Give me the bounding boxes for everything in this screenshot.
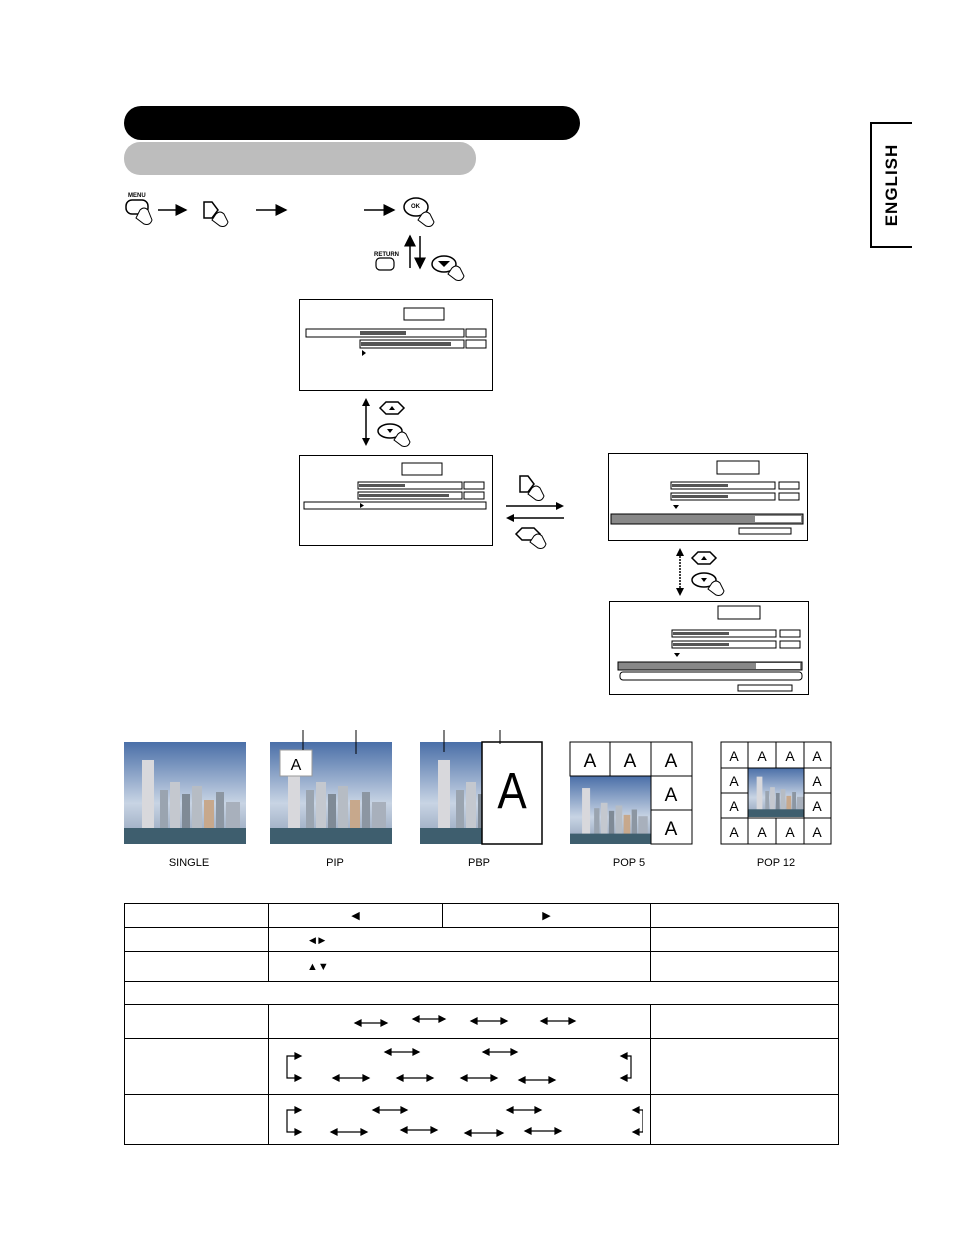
osd-screen-3 <box>608 453 808 541</box>
up-down-triangle-icon: ▲▼ <box>307 960 329 973</box>
menu-button-label: MENU <box>128 193 146 199</box>
pop12-letter: A <box>729 773 739 789</box>
return-button-label: RETURN <box>374 252 399 258</box>
table-cell <box>650 951 839 982</box>
table-cell <box>650 1038 839 1095</box>
left-button-icon[interactable] <box>514 527 547 549</box>
left-right-navigation <box>506 475 564 549</box>
up-down-navigation-2 <box>676 548 725 596</box>
pop5-letter: A <box>584 751 597 772</box>
left-right-triangle-icon: ◀ ▶ <box>309 934 326 945</box>
table-cell <box>650 927 839 952</box>
table-cell <box>268 1004 651 1039</box>
left-triangle-icon: ◀ <box>351 910 360 922</box>
layout-caption-pip: PIP <box>326 857 344 869</box>
osd-screen-1 <box>299 299 493 391</box>
language-tab-label: ENGLISH <box>882 143 901 227</box>
up-button-icon[interactable] <box>690 551 718 565</box>
pip-inset-letter: A <box>291 757 302 774</box>
layout-caption-single: SINGLE <box>168 857 210 869</box>
osd-screen-4 <box>609 601 809 695</box>
ok-button-icon[interactable] <box>403 197 435 227</box>
mode-table: ◀ ▶ ◀ ▶ ▲▼ <box>124 903 839 1145</box>
return-button-icon[interactable] <box>375 257 395 271</box>
pop12-letter: A <box>757 748 767 764</box>
pbp-layout-image <box>420 730 543 845</box>
osd-screen-2 <box>299 455 493 546</box>
subsection-title-bar <box>124 142 476 175</box>
table-cell: ◀ ▶ <box>268 927 651 952</box>
double-arrow-row-icon <box>353 1014 577 1027</box>
table-cell <box>124 1038 269 1095</box>
cycle-arrow-diagram-icon <box>286 1047 632 1084</box>
table-cell: ▲▼ <box>268 951 651 982</box>
layout-pictures: A A A A A A A A A A A A A A A A A A A <box>124 730 832 845</box>
pop12-letter: A <box>757 824 767 840</box>
pop5-letter: A <box>665 819 678 840</box>
right-button-icon[interactable] <box>203 201 229 227</box>
pop12-letter: A <box>812 773 822 789</box>
table-cell <box>650 903 839 928</box>
table-cell <box>650 1094 839 1145</box>
up-button-icon[interactable] <box>378 401 406 415</box>
pop5-letter: A <box>624 751 637 772</box>
table-cell: ◀ <box>268 903 443 928</box>
table-cell <box>124 1004 269 1039</box>
table-cell <box>124 981 839 1005</box>
down-button-icon[interactable] <box>691 572 725 596</box>
right-button-icon[interactable] <box>519 475 545 501</box>
pop12-letter: A <box>729 824 739 840</box>
table-cell <box>268 1094 651 1145</box>
down-button-icon[interactable] <box>431 255 465 281</box>
table-cell <box>124 951 269 982</box>
language-tab: ENGLISH <box>870 122 912 248</box>
pop12-letter: A <box>812 798 822 814</box>
table-cell <box>268 1038 651 1095</box>
single-layout-image <box>124 742 246 844</box>
pop12-letter: A <box>812 748 822 764</box>
pop12-letter: A <box>785 824 795 840</box>
ok-button-label: OK <box>411 204 420 210</box>
down-button-icon[interactable] <box>377 423 411 447</box>
right-triangle-icon: ▶ <box>542 910 551 922</box>
pop5-layout-image <box>569 741 693 845</box>
layout-caption-pop5: POP 5 <box>612 857 646 869</box>
pop12-layout-image <box>720 741 832 845</box>
section-title-bar <box>124 106 580 140</box>
pbp-inset-letter: A <box>497 764 527 821</box>
table-cell <box>650 1004 839 1039</box>
table-cell: ▶ <box>442 903 651 928</box>
table-cell <box>124 927 269 952</box>
up-down-navigation <box>362 398 411 447</box>
button-sequence-diagram <box>125 197 465 281</box>
pop5-letter: A <box>665 751 678 772</box>
pop12-letter: A <box>729 748 739 764</box>
pop5-letter: A <box>665 785 678 806</box>
cycle-arrow-diagram-icon <box>286 1105 643 1137</box>
pop12-letter: A <box>785 748 795 764</box>
table-cell <box>124 1094 269 1145</box>
pop12-letter: A <box>729 798 739 814</box>
pip-layout-image <box>270 730 392 844</box>
pop12-letter: A <box>812 824 822 840</box>
layout-caption-pbp: PBP <box>467 857 490 869</box>
layout-caption-pop12: POP 12 <box>756 857 796 869</box>
table-cell <box>124 903 269 928</box>
menu-button-icon[interactable] <box>125 199 153 225</box>
